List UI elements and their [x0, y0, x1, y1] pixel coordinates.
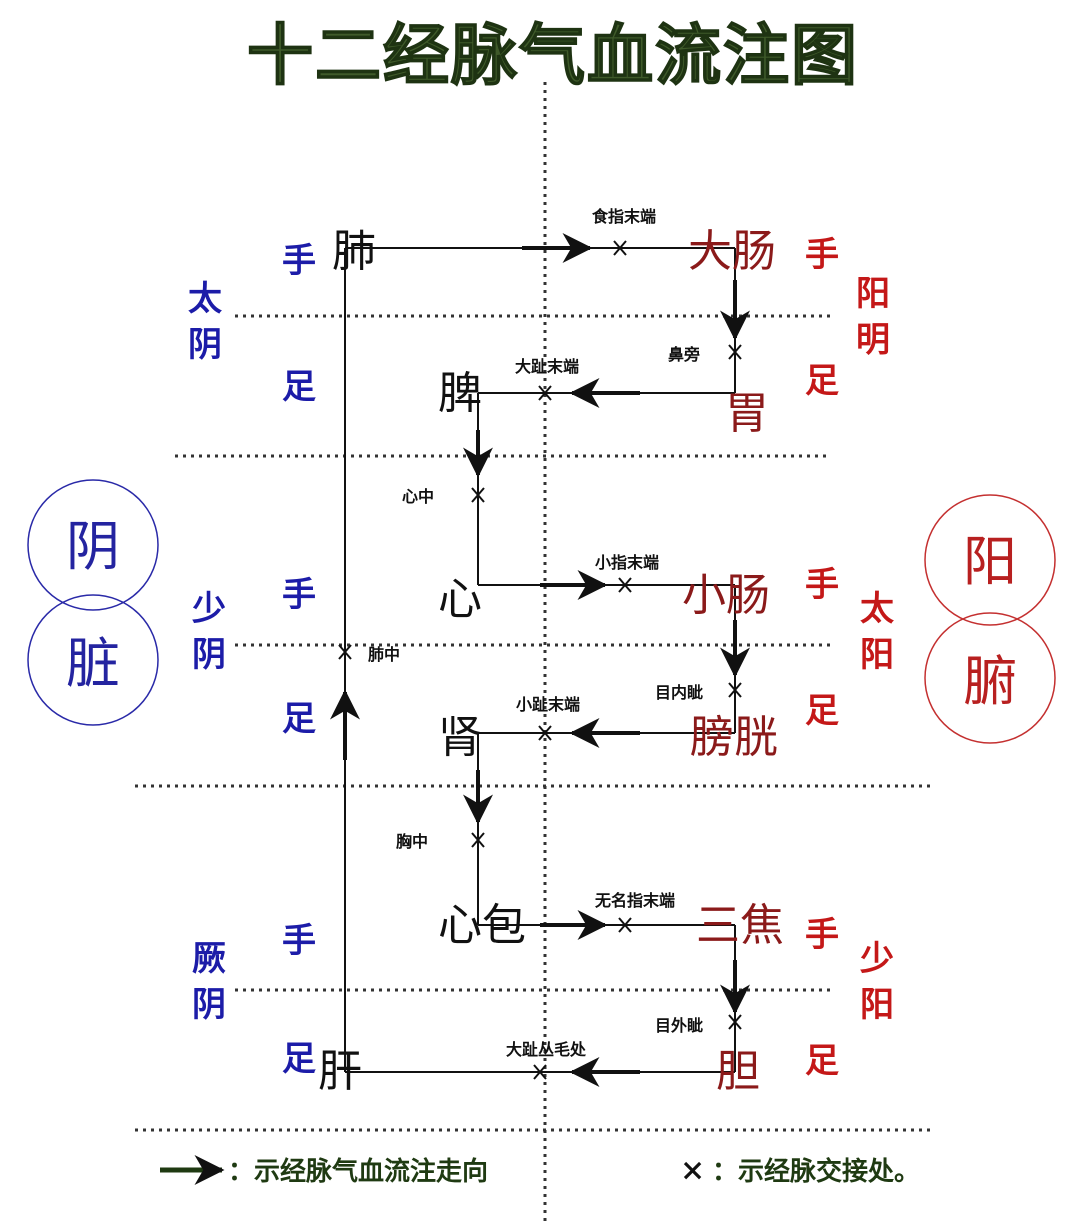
fu-circle — [924, 612, 1056, 744]
organ-sanjiao: 三焦 — [696, 900, 784, 951]
yin-circle — [27, 479, 159, 611]
hand-label: 手 — [282, 575, 316, 615]
foot-label: 足 — [805, 1041, 839, 1081]
junction-label: 食指末端 — [591, 207, 656, 226]
hand-label: 手 — [805, 915, 839, 955]
foot-label: 足 — [805, 361, 839, 401]
junction-cross-icon — [338, 644, 352, 660]
junction-cross-icon — [613, 240, 627, 256]
group-taiyin-1: 太阴 — [188, 279, 222, 365]
yang-label: 阳 — [963, 530, 1017, 593]
yang-labels: 手 足 阳明 手 足 太阳 手 足 少阳 — [805, 235, 894, 1081]
junction-labels: 食指末端 鼻旁 大趾末端 心中 小指末端 目内眦 小趾末端 胸中 无名指末端 目… — [368, 207, 703, 1059]
junction-label: 目外眦 — [655, 1016, 703, 1035]
yang-fu-circles: 阳 腑 — [924, 494, 1056, 744]
junction-cross-icon — [471, 832, 485, 848]
junction-label: 小指末端 — [595, 553, 659, 572]
junction-cross-icon — [728, 344, 742, 360]
organ-kidney: 肾 — [438, 712, 482, 763]
foot-label: 足 — [282, 699, 316, 739]
legend: ：示经脉气血流注走向 × ：示经脉交接处。 — [160, 1153, 920, 1188]
flow-lines — [330, 233, 750, 1087]
junction-label: 心中 — [402, 487, 434, 506]
organ-pericardium: 心包 — [438, 900, 526, 951]
foot-label: 足 — [282, 1039, 316, 1079]
zang-label: 脏 — [66, 632, 120, 695]
group-taiyang: 太阳 — [860, 589, 894, 675]
organ-spleen: 脾 — [438, 368, 482, 419]
group-shaoyang: 少阳 — [860, 939, 894, 1025]
organ-stomach: 胃 — [725, 388, 769, 439]
junction-label: 小趾末端 — [516, 695, 580, 714]
legend-cross-icon: × — [680, 1153, 705, 1188]
junction-cross-icon — [728, 682, 742, 698]
foot-label: 足 — [805, 691, 839, 731]
yin-zang-circles: 阴 脏 — [27, 479, 159, 726]
group-jueyin: 厥阴 — [192, 939, 226, 1025]
hand-label: 手 — [282, 241, 316, 281]
junction-cross-icon — [728, 1014, 742, 1030]
junction-cross-icon — [618, 917, 632, 933]
junction-label: 大趾丛毛处 — [506, 1040, 587, 1059]
hand-label: 手 — [282, 921, 316, 961]
group-yangming: 阳明 — [856, 274, 890, 360]
junction-label: 目内眦 — [655, 683, 703, 702]
hand-label: 手 — [805, 235, 839, 275]
organ-gallbladder: 胆 — [716, 1046, 760, 1097]
grid-dotted-lines — [135, 82, 930, 1222]
organ-small-intestine: 小肠 — [682, 570, 770, 621]
organ-large-intestine: 大肠 — [688, 226, 776, 277]
junction-cross-icon — [618, 577, 632, 593]
yang-circle — [924, 494, 1056, 626]
junction-cross-icon — [471, 487, 485, 503]
junction-label: 鼻旁 — [668, 345, 700, 364]
junction-label: 肺中 — [368, 645, 400, 664]
junction-cross-icon — [538, 725, 552, 741]
zang-circle — [27, 594, 159, 726]
organ-liver: 肝 — [318, 1046, 362, 1097]
diagram-title: 十二经脉气血流注图 — [247, 16, 859, 94]
junction-cross-icon — [538, 385, 552, 401]
junction-label: 大趾末端 — [515, 357, 579, 376]
legend-arrow-text: ：示经脉气血流注走向 — [228, 1156, 488, 1187]
organs: 肺 大肠 胃 脾 心 小肠 膀胱 肾 心包 三焦 胆 肝 — [318, 226, 784, 1097]
yin-labels: 手 足 太阴 手 足 少阴 手 足 厥阴 — [188, 241, 316, 1079]
junction-label: 胸中 — [396, 832, 428, 851]
junction-marks — [338, 240, 742, 1080]
legend-cross-text: ：示经脉交接处。 — [712, 1156, 920, 1187]
organ-bladder: 膀胱 — [690, 712, 778, 763]
foot-label: 足 — [282, 367, 316, 407]
organ-heart: 心 — [438, 574, 482, 625]
fu-label: 腑 — [963, 650, 1017, 713]
group-shaoyin: 少阴 — [192, 589, 226, 675]
yin-label: 阴 — [66, 515, 120, 578]
hand-label: 手 — [805, 565, 839, 605]
junction-cross-icon — [533, 1064, 547, 1080]
junction-label: 无名指末端 — [594, 891, 675, 910]
organ-lung: 肺 — [332, 226, 376, 277]
